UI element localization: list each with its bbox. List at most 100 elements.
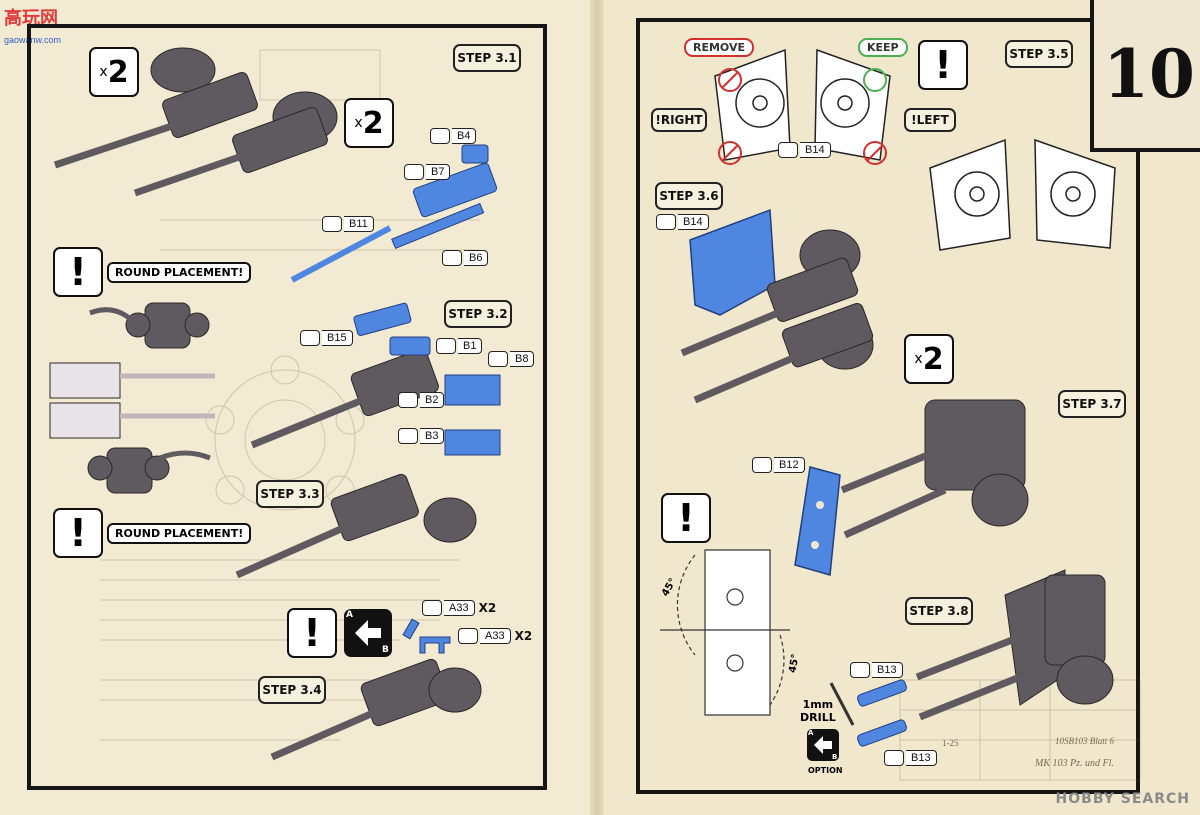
blueprint-sheet: 10SB103 Blatt 6 — [1055, 736, 1114, 746]
multiplier-badge-second: x 2 — [344, 98, 394, 148]
part-code: B3 — [420, 428, 445, 444]
exclamation-icon: ! — [918, 40, 968, 90]
part-b7-tag: B7 — [404, 164, 451, 180]
option-label: OPTION — [808, 766, 843, 775]
remove-label: REMOVE — [684, 38, 755, 57]
drill-text: 1mm DRILL — [800, 698, 836, 724]
part-code: B13 — [906, 750, 937, 766]
part-code: B12 — [774, 457, 805, 473]
b13-parts — [857, 679, 907, 747]
part-b3-tag: B3 — [398, 428, 445, 444]
step-3-5-warning: ! — [918, 40, 968, 90]
part-code: B1 — [458, 338, 483, 354]
part-b14-tag-2: B14 — [656, 214, 709, 230]
multiplier-badge-right: x 2 — [904, 334, 954, 384]
step-3-3-label: STEP 3.3 — [256, 480, 324, 508]
hobby-search-logo: HOBBY SEARCH — [1055, 791, 1190, 807]
warning-text: ROUND PLACEMENT! — [107, 261, 252, 283]
part-checkbox[interactable] — [322, 216, 342, 232]
part-code: B13 — [872, 662, 903, 678]
part-b12-tag: B12 — [752, 457, 805, 473]
part-checkbox[interactable] — [656, 214, 676, 230]
step-3-2-label: STEP 3.2 — [444, 300, 512, 328]
part-checkbox[interactable] — [300, 330, 320, 346]
part-code: B14 — [800, 142, 831, 158]
part-multiplier: X2 — [514, 629, 533, 643]
right-frame — [636, 18, 1140, 794]
b12-plate — [794, 466, 841, 576]
mult-x: x — [354, 115, 363, 131]
part-checkbox[interactable] — [398, 428, 418, 444]
part-checkbox[interactable] — [422, 600, 442, 616]
part-checkbox[interactable] — [488, 351, 508, 367]
part-code: B4 — [452, 128, 477, 144]
mult-x: x — [99, 64, 108, 80]
step-3-4-warning: ! — [287, 608, 337, 658]
drill-label: 1mm DRILL — [800, 698, 836, 724]
part-b1-tag: B1 — [436, 338, 483, 354]
part-multiplier: X2 — [478, 601, 497, 615]
option-arrow-b-right: B — [832, 753, 838, 761]
part-code: B2 — [420, 392, 445, 408]
site-watermark: 高玩网 gaowanw.com — [4, 4, 61, 48]
part-checkbox[interactable] — [778, 142, 798, 158]
step-3-1-label: STEP 3.1 — [453, 44, 521, 72]
left-frame — [27, 24, 547, 790]
option-arrow-b: B — [382, 645, 389, 655]
step-3-8-label: STEP 3.8 — [905, 597, 973, 625]
part-b8-tag: B8 — [488, 351, 535, 367]
part-b11-tag: B11 — [322, 216, 374, 232]
drill-bit-icon — [829, 682, 855, 726]
part-code: B8 — [510, 351, 535, 367]
part-checkbox[interactable] — [430, 128, 450, 144]
part-b13-tag-2: B13 — [884, 750, 937, 766]
step-3-7-label: STEP 3.7 — [1058, 390, 1126, 418]
keep-label: KEEP — [858, 38, 908, 57]
part-checkbox[interactable] — [436, 338, 456, 354]
part-b15-tag: B15 — [300, 330, 353, 346]
part-checkbox[interactable] — [458, 628, 478, 644]
round-placement-warning-2: ! ROUND PLACEMENT! — [53, 508, 252, 558]
exclamation-icon: ! — [287, 608, 337, 658]
step-3-1-cannon-assemblies — [53, 47, 338, 197]
page-number: 10 — [1090, 0, 1200, 152]
part-b4-tag: B4 — [430, 128, 477, 144]
option-arrow-icon-right — [807, 729, 839, 761]
a33-parts — [402, 618, 451, 654]
blueprint-title: MK 103 Pz. und Fl. — [1035, 758, 1114, 769]
mult-n: 2 — [362, 105, 384, 141]
round-placement-warning-1: ! ROUND PLACEMENT! — [53, 247, 252, 297]
step-3-6-shield-and-cannons — [680, 208, 874, 404]
step-3-7-twin-cannons — [840, 399, 1029, 539]
mult-x: x — [914, 351, 923, 367]
part-checkbox[interactable] — [442, 250, 462, 266]
part-code: B14 — [678, 214, 709, 230]
option-arrow-a-right: A — [808, 729, 814, 737]
part-code: B7 — [426, 164, 451, 180]
left-label: !LEFT — [904, 108, 956, 132]
part-checkbox[interactable] — [398, 392, 418, 408]
part-code: B6 — [464, 250, 489, 266]
step-3-3-cannon-assembly — [235, 473, 477, 579]
part-checkbox[interactable] — [404, 164, 424, 180]
step-3-4-label: STEP 3.4 — [258, 676, 326, 704]
book-spine — [590, 0, 604, 815]
part-checkbox[interactable] — [884, 750, 904, 766]
part-checkbox[interactable] — [850, 662, 870, 678]
left-blueprint-background — [100, 49, 480, 741]
part-code: B11 — [344, 216, 374, 232]
warning-text: ROUND PLACEMENT! — [107, 522, 252, 544]
part-checkbox[interactable] — [752, 457, 772, 473]
part-code: A33 — [480, 628, 511, 644]
option-arrow-a: A — [346, 610, 353, 620]
option-arrow-icon — [344, 609, 392, 657]
round-placement-diagram — [49, 302, 215, 494]
part-b2-tag: B2 — [398, 392, 445, 408]
part-code: A33 — [444, 600, 475, 616]
part-b6-tag: B6 — [442, 250, 489, 266]
blueprint-scale: 1-25 — [942, 738, 959, 748]
step-3-1-blue-parts — [290, 144, 498, 283]
watermark-title: 高玩网 — [4, 8, 58, 28]
